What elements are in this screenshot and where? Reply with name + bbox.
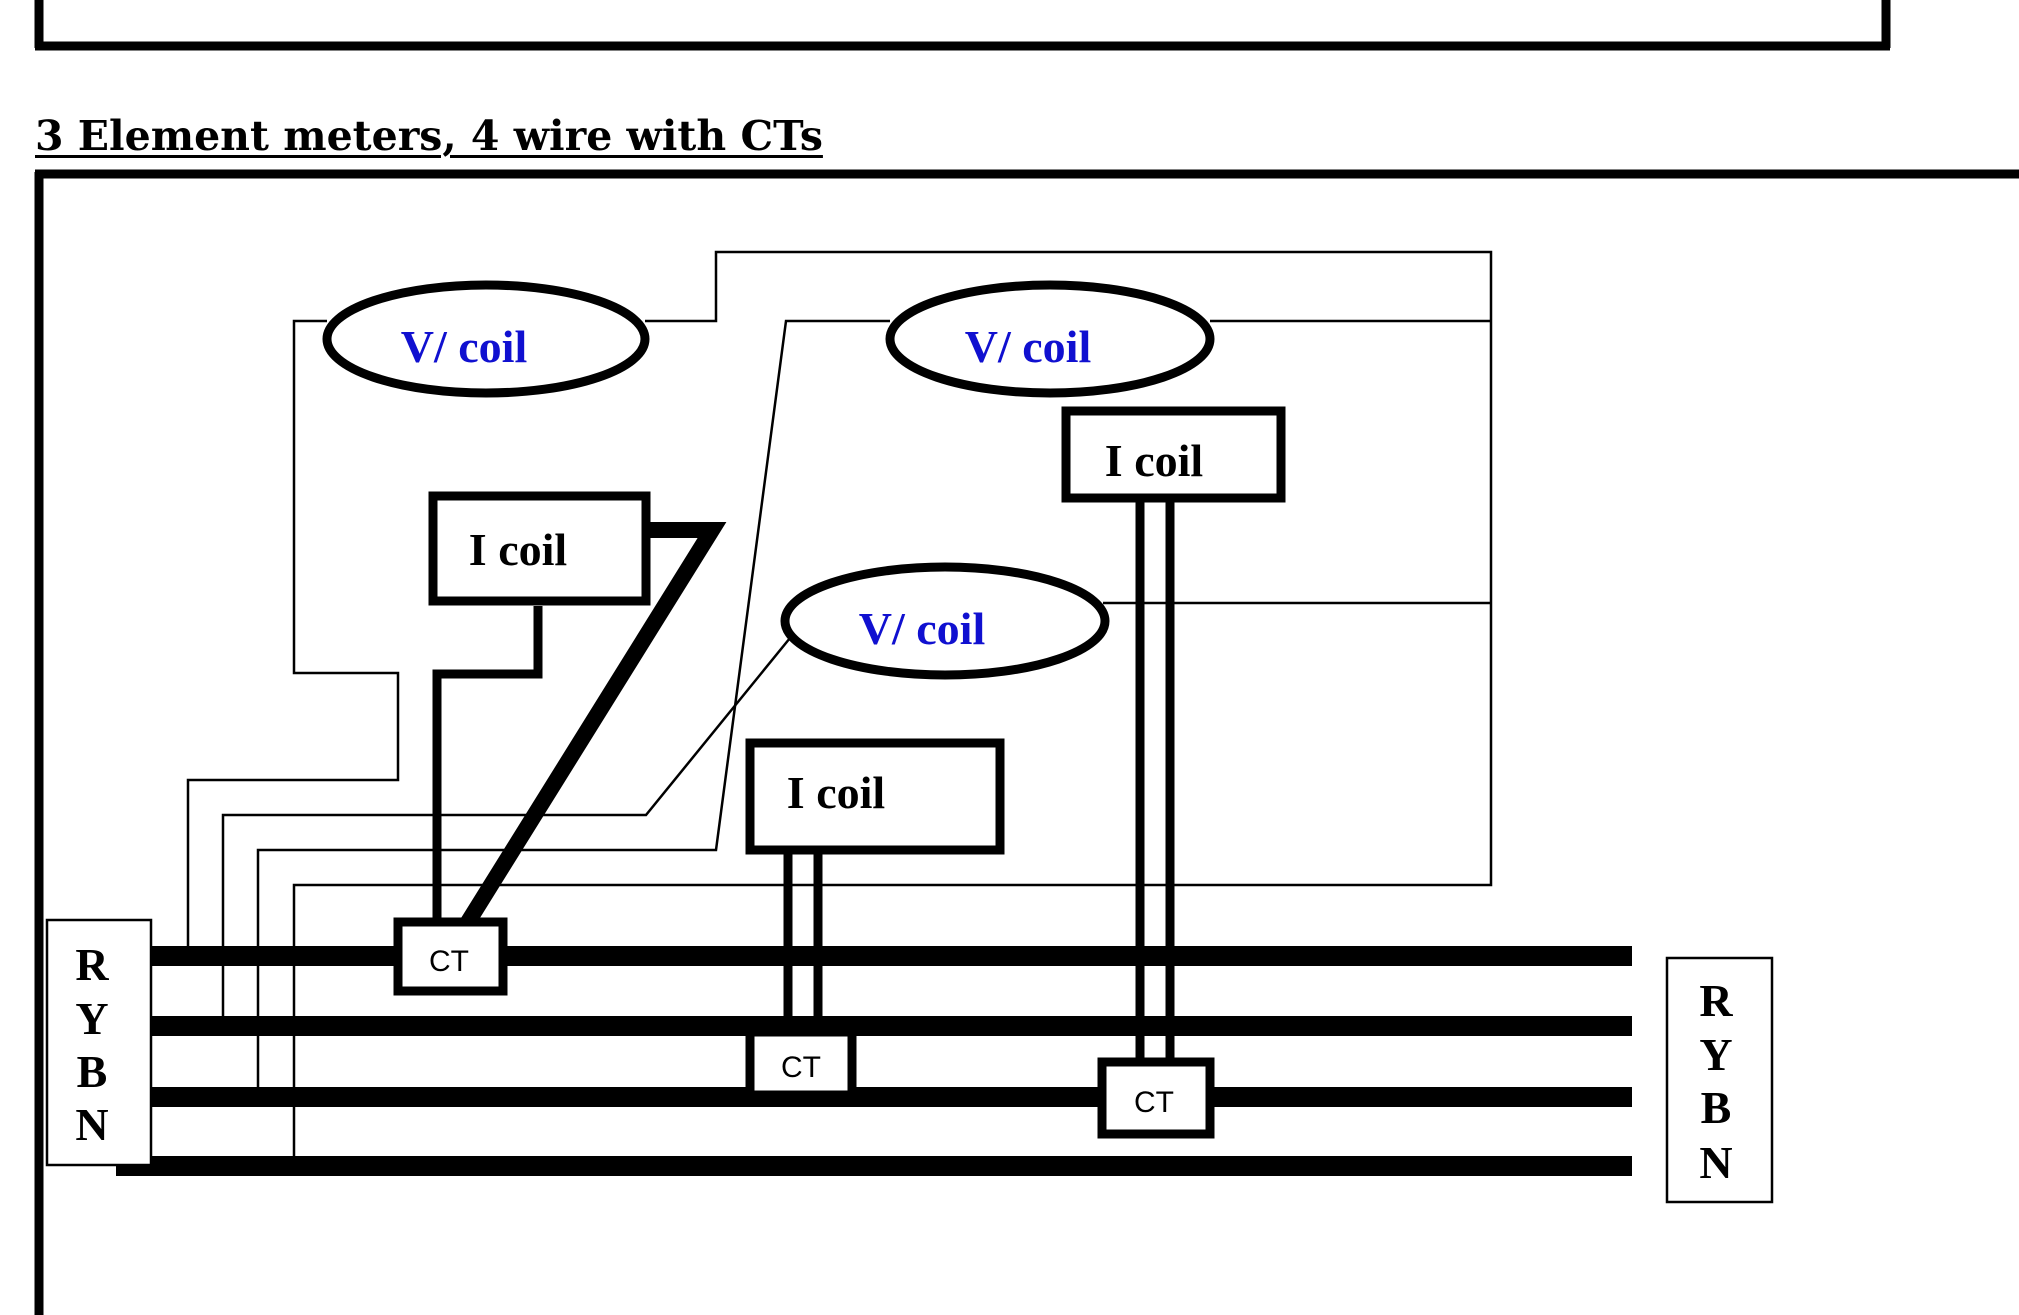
current-coil-2: I coil [745,738,1005,855]
current-coil-label: I coil [787,767,885,818]
voltage-coil-3: V/ coil [780,562,1110,680]
page-frame [34,0,2019,1315]
voltage-coil-1: V/ coil [322,280,650,398]
load-phase-r: R [1699,975,1733,1026]
current-transformer-3: CT [1097,1057,1215,1139]
voltage-coil-2: V/ coil [885,280,1215,398]
current-coil-1: I coil [428,491,651,606]
voltage-coil-label: V/ coil [965,321,1091,372]
supply-phase-b: B [77,1046,108,1097]
voltage-coil-label: V/ coil [401,321,527,372]
current-transformer-1: CT [393,917,508,996]
ct-label: CT [781,1051,821,1084]
supply-phase-r: R [75,939,109,990]
current-transformer-2: CT [745,1027,857,1100]
ct-label: CT [1134,1086,1174,1119]
current-coil-label: I coil [1105,435,1203,486]
ct-label: CT [429,945,469,978]
supply-phase-y: Y [75,993,108,1044]
load-neutral: N [1699,1137,1732,1188]
load-phase-labels: R Y B N [1665,956,1774,1204]
supply-neutral: N [75,1099,108,1150]
current-wiring [432,500,1175,1062]
load-phase-y: Y [1699,1029,1732,1080]
phase-bus-bars [116,946,1632,1176]
supply-phase-labels: R Y B N [45,918,153,1167]
diagram-heading: 3 Element meters, 4 wire with CTs [35,112,823,160]
load-phase-b: B [1701,1082,1732,1133]
voltage-coil-label: V/ coil [859,603,985,654]
current-coil-3: I coil [1061,406,1286,503]
current-coil-label: I coil [469,524,567,575]
